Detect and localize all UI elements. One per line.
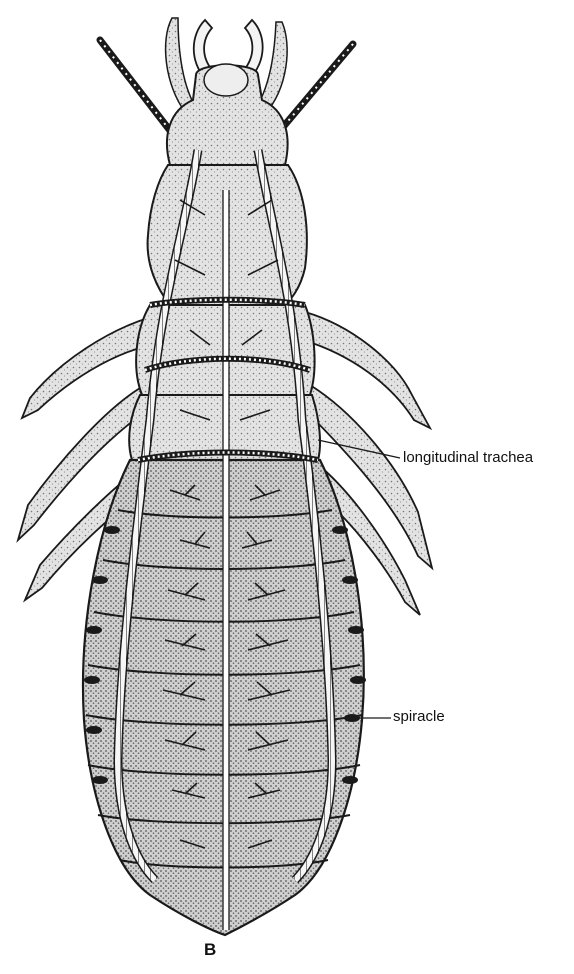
label-spiracle: spiracle <box>393 708 445 725</box>
palp-left <box>166 18 195 112</box>
panel-label: B <box>204 940 216 960</box>
label-longitudinal-trachea: longitudinal trachea <box>403 449 533 466</box>
